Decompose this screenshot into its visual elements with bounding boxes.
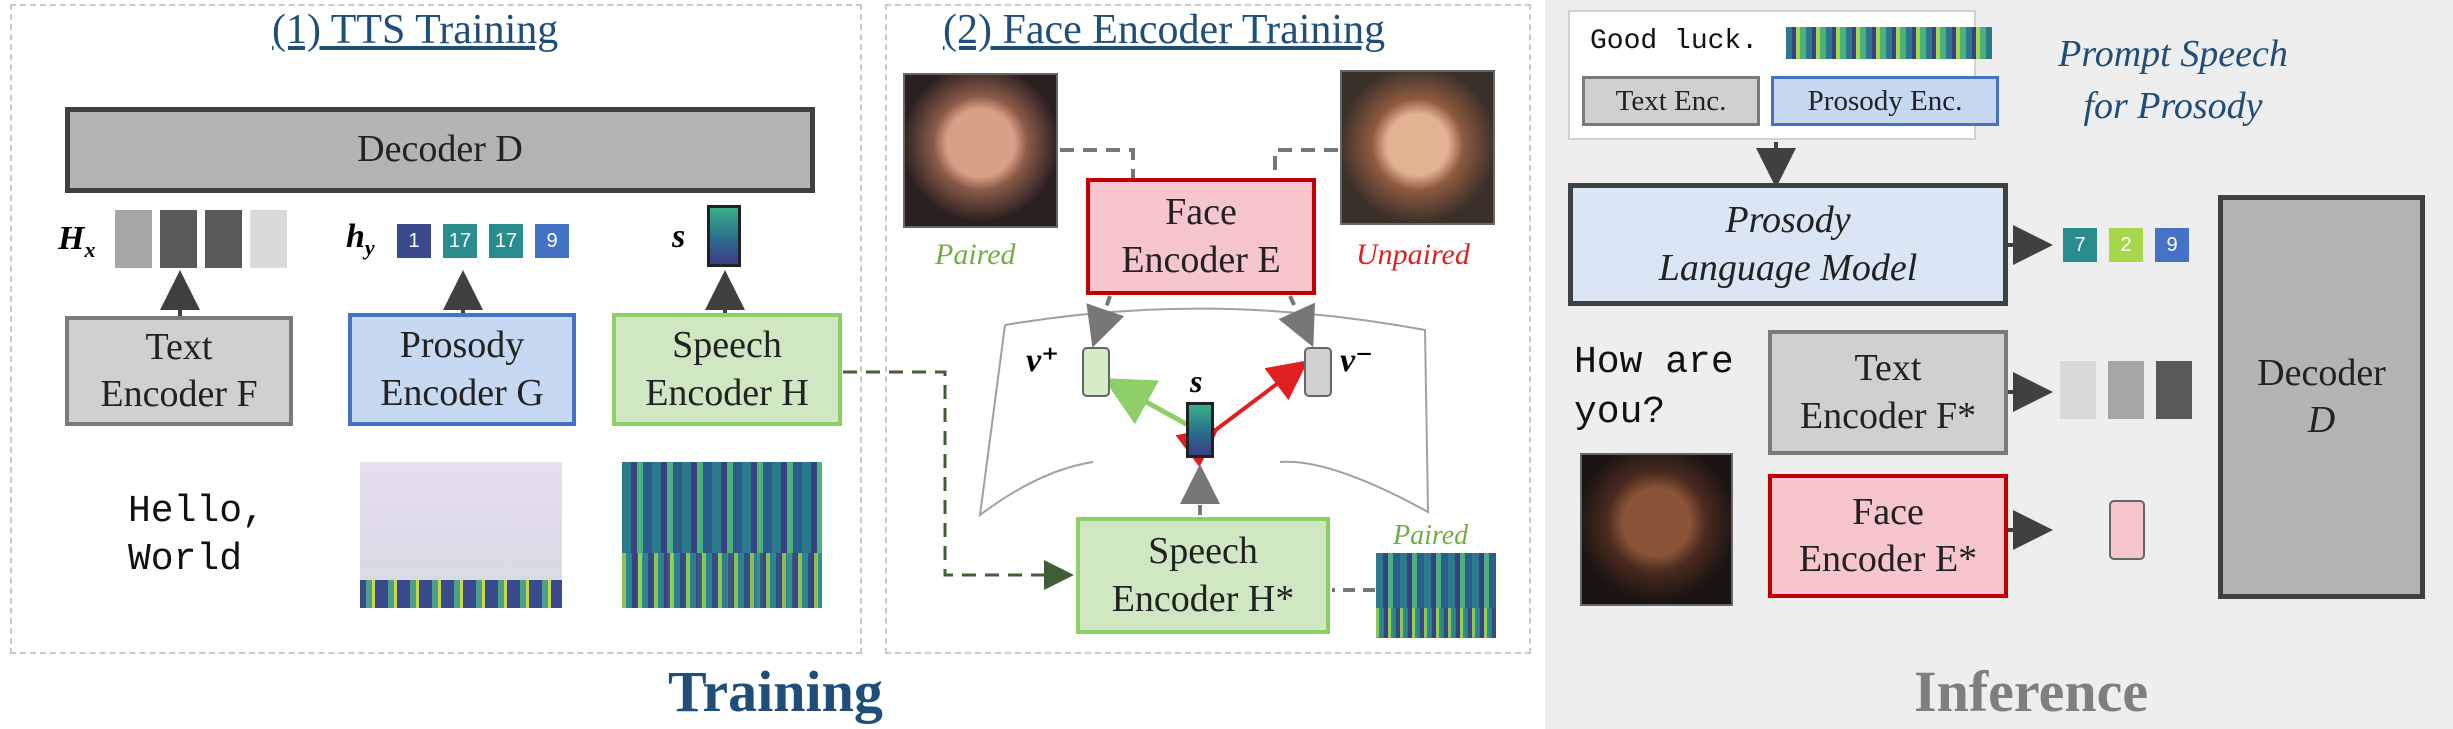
prosody-encoder-box: Prosody Encoder G bbox=[348, 313, 576, 426]
prosody-token-4: 9 bbox=[535, 224, 569, 258]
prosody-token-1: 1 bbox=[397, 224, 431, 258]
speech-encoder-box: Speech Encoder H bbox=[612, 313, 842, 426]
text-encoder-star-box: Text Encoder F* bbox=[1768, 330, 2008, 455]
v-minus-label: v⁻ bbox=[1340, 342, 1374, 379]
hx-token-2 bbox=[160, 210, 197, 268]
v-plus-embedding bbox=[1082, 347, 1110, 397]
prosody-language-model-box: Prosody Language Model bbox=[1568, 183, 2008, 306]
inf-text-token-1 bbox=[2060, 361, 2096, 419]
unpaired-face-photo bbox=[1340, 70, 1495, 225]
input-text-line1: Hello, bbox=[128, 490, 265, 533]
prompt-text: Good luck. bbox=[1590, 26, 1759, 57]
face-encoder-line2: Encoder E bbox=[1121, 238, 1281, 281]
prosody-token-2: 17 bbox=[443, 224, 477, 258]
speech-encoder-star-line2: Encoder H* bbox=[1111, 577, 1295, 620]
prompt-caption: Prompt Speech for Prosody bbox=[2048, 28, 2298, 132]
hx-token-3 bbox=[205, 210, 242, 268]
s-label: s bbox=[672, 218, 686, 255]
prompt-caption-line2: for Prosody bbox=[2083, 85, 2263, 127]
face-encoder-line1: Face bbox=[1165, 191, 1237, 233]
speech-spectrogram bbox=[622, 462, 822, 608]
text-enc-small-label: Text Enc. bbox=[1615, 84, 1727, 117]
text-encoder-line1: Text bbox=[145, 325, 213, 368]
unpaired-face-connector bbox=[1273, 148, 1338, 178]
face-encoder-training-panel bbox=[885, 4, 1531, 654]
plm-token-3: 9 bbox=[2155, 228, 2189, 262]
share-weights-connector bbox=[843, 370, 1074, 590]
text-encoder-box: Text Encoder F bbox=[65, 316, 293, 426]
push-arrow bbox=[1175, 360, 1309, 468]
tts-training-panel bbox=[10, 4, 862, 654]
question-line1: How are bbox=[1574, 341, 1734, 384]
prosody-enc-small-label: Prosody Enc. bbox=[1807, 84, 1963, 117]
speech-embedding-s bbox=[1186, 402, 1214, 458]
question-line2: you? bbox=[1574, 391, 1666, 434]
speaker-embedding-s bbox=[707, 205, 741, 267]
face-encoder-star-line2: Encoder E* bbox=[1798, 538, 1978, 580]
text-encoder-star-line1: Text bbox=[1854, 347, 1922, 389]
face-encoder-star-box: Face Encoder E* bbox=[1768, 474, 2008, 598]
unpaired-label: Unpaired bbox=[1356, 238, 1470, 271]
plm-token-2: 2 bbox=[2109, 228, 2143, 262]
arrow-to-v-minus bbox=[1278, 295, 1315, 348]
prosody-encoder-line1: Prosody bbox=[399, 324, 525, 366]
question-text: How are you? bbox=[1574, 338, 1734, 438]
prompt-spectrogram bbox=[1786, 27, 1992, 59]
text-enc-small-box: Text Enc. bbox=[1582, 76, 1760, 126]
arrow-to-v-plus bbox=[1086, 295, 1125, 348]
prosody-token-3: 17 bbox=[489, 224, 523, 258]
inf-text-token-2 bbox=[2108, 361, 2144, 419]
inference-decoder-box: Decoder D bbox=[2218, 195, 2425, 599]
hx-token-4 bbox=[250, 210, 287, 268]
paired-label-right: Paired bbox=[1393, 520, 1469, 551]
training-label: Training bbox=[668, 659, 883, 724]
plm-line1: Prosody bbox=[1725, 199, 1851, 241]
speech-encoder-star-box: Speech Encoder H* bbox=[1076, 517, 1330, 634]
paired-face-photo bbox=[903, 73, 1058, 228]
inference-decoder-line1: Decoder bbox=[2257, 351, 2386, 394]
plm-line2: Language Model bbox=[1658, 246, 1918, 289]
inference-face-photo bbox=[1580, 453, 1733, 606]
prosody-spectrogram bbox=[360, 462, 562, 608]
text-encoder-star-line2: Encoder F* bbox=[1799, 394, 1977, 437]
plm-token-1: 7 bbox=[2063, 228, 2097, 262]
input-text-line2: World bbox=[128, 538, 243, 581]
v-plus-label: v⁺ bbox=[1026, 342, 1060, 379]
paired-spectrogram bbox=[1376, 553, 1496, 638]
s-embedding-label: s bbox=[1190, 363, 1203, 399]
face-embedding-output bbox=[2109, 500, 2145, 560]
paired-label-left: Paired bbox=[935, 238, 1016, 271]
hx-label: Hx bbox=[58, 220, 96, 262]
v-minus-embedding bbox=[1304, 347, 1332, 397]
speech-encoder-star-line1: Speech bbox=[1148, 530, 1258, 572]
inf-text-token-3 bbox=[2156, 361, 2192, 419]
paired-face-connector bbox=[1060, 148, 1135, 178]
speech-encoder-line2: Encoder H bbox=[645, 371, 809, 414]
inference-decoder-line2: D bbox=[2307, 399, 2336, 441]
decoder-box: Decoder D bbox=[65, 107, 815, 193]
text-encoder-line2: Encoder F bbox=[100, 373, 258, 415]
inference-label: Inference bbox=[1914, 659, 2149, 724]
prosody-encoder-line2: Encoder G bbox=[380, 371, 544, 414]
hx-token-1 bbox=[115, 210, 152, 268]
face-training-title: (2) Face Encoder Training bbox=[943, 7, 1386, 53]
tts-training-title: (1) TTS Training bbox=[272, 7, 559, 53]
decoder-label: Decoder D bbox=[357, 128, 523, 171]
face-encoder-box: Face Encoder E bbox=[1086, 178, 1316, 295]
prompt-caption-line1: Prompt Speech bbox=[2058, 33, 2288, 75]
prosody-enc-small-box: Prosody Enc. bbox=[1771, 76, 1999, 126]
face-encoder-star-line1: Face bbox=[1852, 490, 1924, 533]
pull-arrow bbox=[1103, 378, 1190, 428]
speech-encoder-line1: Speech bbox=[672, 324, 782, 366]
input-text: Hello, World bbox=[128, 488, 265, 584]
hy-label: hy bbox=[346, 218, 375, 260]
